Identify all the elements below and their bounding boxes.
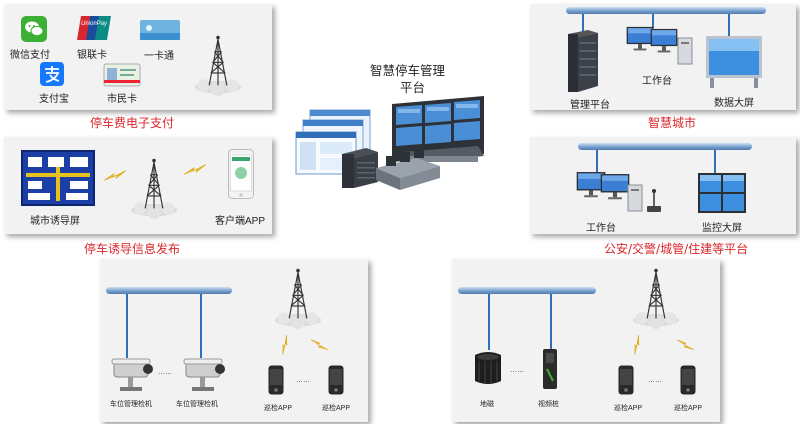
network-drop-line xyxy=(582,14,584,32)
center-title-line1: 智慧停车管理 xyxy=(370,63,446,78)
guidance-panel: 城市诱导屏 客户端APP xyxy=(4,137,272,234)
public-security-workstation-label: 工作台 xyxy=(586,223,616,234)
left-lightning-icon xyxy=(104,169,126,183)
workstation-monitor-icon xyxy=(650,28,678,54)
pc-tower-icon xyxy=(627,184,643,212)
client-app-label: 客户端APP xyxy=(215,216,266,227)
network-bus-line xyxy=(578,143,752,150)
signal-tower-icon xyxy=(126,157,182,219)
lightning-icon xyxy=(309,334,329,356)
microphone-icon xyxy=(647,189,661,212)
citizen-card-label: 市民卡 xyxy=(107,94,137,105)
monitor-screen-label: 监控大屏 xyxy=(702,223,742,234)
ellipsis-text: …… xyxy=(296,377,310,384)
guidance-screen-icon xyxy=(21,150,95,206)
public-security-caption: 公安/交警/城管/住建等平台 xyxy=(604,242,749,256)
network-drop-line xyxy=(714,150,716,174)
ellipsis-text: …… xyxy=(648,377,662,384)
network-drop-line xyxy=(728,14,730,36)
lightning-icon xyxy=(627,334,647,356)
right-lightning-icon xyxy=(184,163,206,177)
inspection-phone-icon xyxy=(268,365,284,395)
geomagnetic-sensor-icon xyxy=(475,352,501,384)
inspection-app-label-1: 巡检APP xyxy=(264,405,293,412)
camera-label-1: 车位管理检机 xyxy=(110,401,152,408)
smart-city-workstation-label: 工作台 xyxy=(642,76,672,87)
platform-server-icon xyxy=(342,148,378,188)
platform-video-wall-icon xyxy=(392,96,484,164)
parking-camera-icon xyxy=(110,355,154,395)
geomagnetic-label: 地磁 xyxy=(480,401,494,408)
video-pile-icon xyxy=(543,349,557,389)
network-drop-line xyxy=(488,294,490,350)
workstation-monitor-icon xyxy=(600,173,630,201)
smart-city-caption: 智慧城市 xyxy=(648,116,697,130)
parking-camera-icon xyxy=(182,355,226,395)
center-title-line2: 平台 xyxy=(400,80,426,95)
sensor-panel: 地磁 …… 视频桩 …… 巡检APP 巡检APP xyxy=(452,259,720,422)
camera-panel: …… 车位管理检机 车位管理检机 …… 巡检APP 巡检APP xyxy=(100,259,368,422)
pc-tower-icon xyxy=(677,37,693,65)
data-big-screen-icon xyxy=(706,36,762,88)
yikatong-card-icon xyxy=(140,20,180,40)
lightning-icon xyxy=(275,334,295,356)
ellipsis-text: …… xyxy=(510,367,524,374)
platform-console-icon xyxy=(376,150,440,190)
signal-tower-icon xyxy=(270,267,326,329)
guidance-caption: 停车诱导信息发布 xyxy=(84,242,181,256)
camera-label-2: 车位管理检机 xyxy=(176,401,218,408)
guidance-screen-label: 城市诱导屏 xyxy=(30,216,80,227)
server-rack-icon xyxy=(568,30,598,92)
unionpay-card-icon xyxy=(77,16,111,40)
public-security-panel: 工作台 监控大屏 xyxy=(530,137,796,234)
signal-tower-icon xyxy=(190,34,246,96)
signal-tower-icon xyxy=(628,267,684,329)
alipay-icon xyxy=(40,62,64,86)
unionpay-logo-text: UnionPay xyxy=(81,21,108,27)
smart-city-panel: 管理平台 工作台 数据大屏 xyxy=(530,4,796,111)
network-drop-line xyxy=(126,294,128,358)
inspection-phone-icon xyxy=(618,365,634,395)
network-bus-line xyxy=(458,287,596,294)
wechat-pay-label: 微信支付 xyxy=(10,50,50,61)
monitor-big-screen-icon xyxy=(698,173,746,213)
inspection-app-label-2: 巡检APP xyxy=(674,405,703,412)
mgmt-platform-label: 管理平台 xyxy=(570,100,610,111)
network-drop-line xyxy=(596,150,598,174)
inspection-app-label-2: 巡检APP xyxy=(322,405,351,412)
center-title: 智慧停车管理 平台 xyxy=(370,62,445,96)
wechat-pay-icon xyxy=(21,16,47,42)
ellipsis-text: …… xyxy=(158,369,172,376)
platform-software-windows-icon xyxy=(295,109,371,175)
big-screen-label: 数据大屏 xyxy=(714,98,754,109)
payment-caption: 停车费电子支付 xyxy=(90,116,175,130)
payment-panel: 微信支付 UnionPay 银联卡 一卡通 支付宝 市民卡 xyxy=(4,4,272,110)
inspection-app-label-1: 巡检APP xyxy=(614,405,643,412)
network-drop-line xyxy=(652,14,654,28)
network-drop-line xyxy=(200,294,202,358)
inspection-phone-icon xyxy=(680,365,696,395)
lightning-icon xyxy=(675,334,695,356)
citizen-card-icon xyxy=(103,63,141,87)
alipay-label: 支付宝 xyxy=(39,94,69,105)
inspection-phone-icon xyxy=(328,365,344,395)
unionpay-card-label: 银联卡 xyxy=(77,50,107,61)
network-bus-line xyxy=(106,287,232,294)
network-drop-line xyxy=(550,294,552,350)
video-pile-label: 视频桩 xyxy=(538,401,559,408)
network-bus-line xyxy=(566,7,766,14)
yikatong-card-label: 一卡通 xyxy=(144,51,174,62)
client-phone-icon xyxy=(228,149,254,199)
